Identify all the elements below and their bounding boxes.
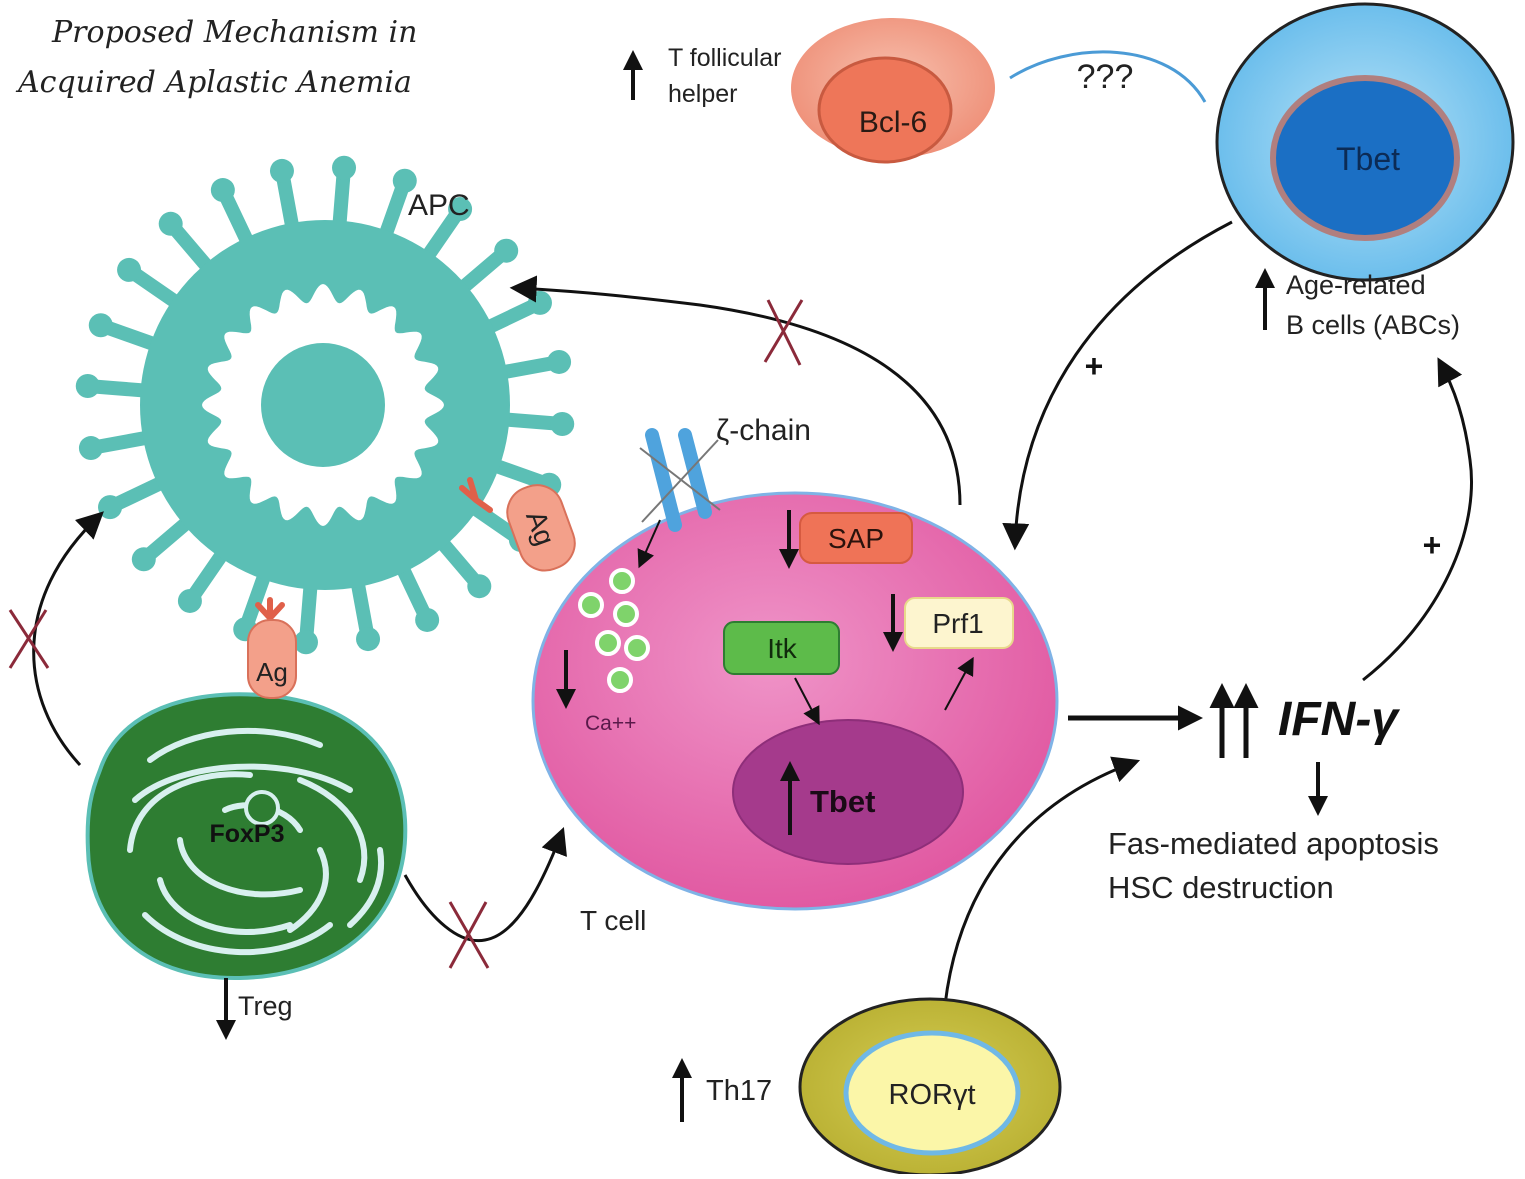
apc-dendrite-tip [131,547,156,572]
outcome-line-2: HSC destruction [1108,870,1334,905]
treg-nucleolus [244,790,280,826]
tfh-group: T follicular helper Bcl-6 [623,18,995,164]
abc-to-tcell-arrow [1002,220,1233,551]
apc-dendrite-tip [293,630,318,655]
unknown-link [1009,50,1207,103]
apc-dendrite-tip [177,588,202,613]
apc-dendrite-tip [98,495,123,520]
sap-box [799,512,913,564]
abc-label-line-2: B cells (ABCs) [1286,310,1460,340]
treg-to-apc-arrow [32,511,104,767]
treg-er-membranes [127,727,384,956]
zeta-inhibition-x [641,439,719,523]
apc-dendrite-tip [547,349,572,374]
treg-to-tcell-arrow [403,826,567,943]
zeta-chain-strand [678,428,712,519]
calcium-vesicles [578,568,650,693]
abc-tbet-nucleus [1270,75,1460,241]
title-line-2: Acquired Aplastic Anemia [15,65,412,100]
mhc-receptor [255,597,285,623]
apc-dendrite-tip [448,197,473,222]
apc-group: APC [75,155,575,655]
tfh-label-line-1: T follicular [668,44,781,72]
bcl6-label: Bcl-6 [859,106,927,139]
apc-dendrite-tip [158,211,183,236]
abc-tbet-label: Tbet [1336,141,1400,177]
apc-dendrite-tip [78,436,103,461]
ag-tcell-group: Ag [459,477,576,572]
sap-label: SAP [828,523,884,554]
ifn-label: IFN-γ [1278,693,1400,746]
prf1-label: Prf1 [932,608,983,639]
unknown-label: ??? [1077,58,1134,96]
apc-dendrite-tip [392,168,417,193]
rorgt-label: RORγt [889,1079,976,1111]
antigen-capsule [247,619,297,699]
inhibition-x-icon [8,609,50,669]
ag-label-treg: Ag [256,657,288,687]
t-cell-label: T cell [580,905,646,936]
apc-dendrite-tip [527,290,552,315]
zeta-to-calcium-arrow [637,519,661,569]
treg-group: FoxP3 [85,692,408,981]
itk-to-tbet-arrow [794,677,820,726]
ag-treg-group: Ag [247,597,297,699]
tcell-group: Tbet Ca++ SAP Prf1 Itk [531,491,1059,911]
title-line-1: Proposed Mechanism in [51,15,417,50]
zeta-chain-strand [645,428,682,532]
mhc-receptor [459,477,493,513]
apc-dendrite-tip [117,257,142,282]
ifn-group: IFN-γ Fas-mediated apoptosis HSC destruc… [1108,683,1439,905]
zeta-chain-group: ζ-chain [637,414,811,569]
prf1-box [904,597,1014,649]
plus-label-ifn-abc: + [1423,527,1442,563]
tcell-to-apc-arrow [509,275,962,506]
apc-dendrite-tip [269,158,294,183]
apc-dendrite-tip [467,574,492,599]
abc-label-line-1: Age-related [1286,270,1426,300]
apc-dendrite-tip [415,607,440,632]
rorgt-nucleus [843,1030,1021,1156]
apc-nucleus [261,343,385,467]
apc-dendrite-tip [494,238,519,263]
bcl6-nucleus [817,56,953,164]
th17-to-ifn-arrow [943,756,1141,1006]
apc-dendrite-tip [210,178,235,203]
calcium-label: Ca++ [585,712,636,735]
apc-dendrite-tip [332,155,357,180]
outcome-line-1: Fas-mediated apoptosis [1108,826,1439,861]
tbet-to-prf1-arrow [944,656,974,711]
apc-dendrite-tip [75,373,100,398]
foxp3-label: FoxP3 [209,820,284,848]
inhibition-x-icon [448,901,490,969]
apc-dendrite-tip [88,313,113,338]
apc-dendrite-tip [356,627,381,652]
itk-label: Itk [767,633,798,664]
tfh-label-line-2: helper [668,80,738,108]
treg-cell [85,692,408,981]
th17-group: RORγt Th17 [672,997,1062,1177]
apc-label: APC [408,189,470,222]
abc-group: Tbet Age-related B cells (ABCs) [1215,2,1515,340]
th17-label: Th17 [706,1075,772,1107]
tcell-tbet-label: Tbet [810,784,875,819]
inhibition-x-icon [763,299,804,366]
treg-label: Treg [238,991,293,1021]
ifn-to-abc-arrow [1362,357,1473,682]
plus-label-abc-tcell: + [1085,348,1104,384]
zeta-inhibition-x [639,447,721,511]
antigen-capsule [506,484,576,572]
zeta-chain-label: ζ-chain [716,414,811,447]
itk-box [723,621,840,675]
apc-dendrite-tip [550,412,575,437]
